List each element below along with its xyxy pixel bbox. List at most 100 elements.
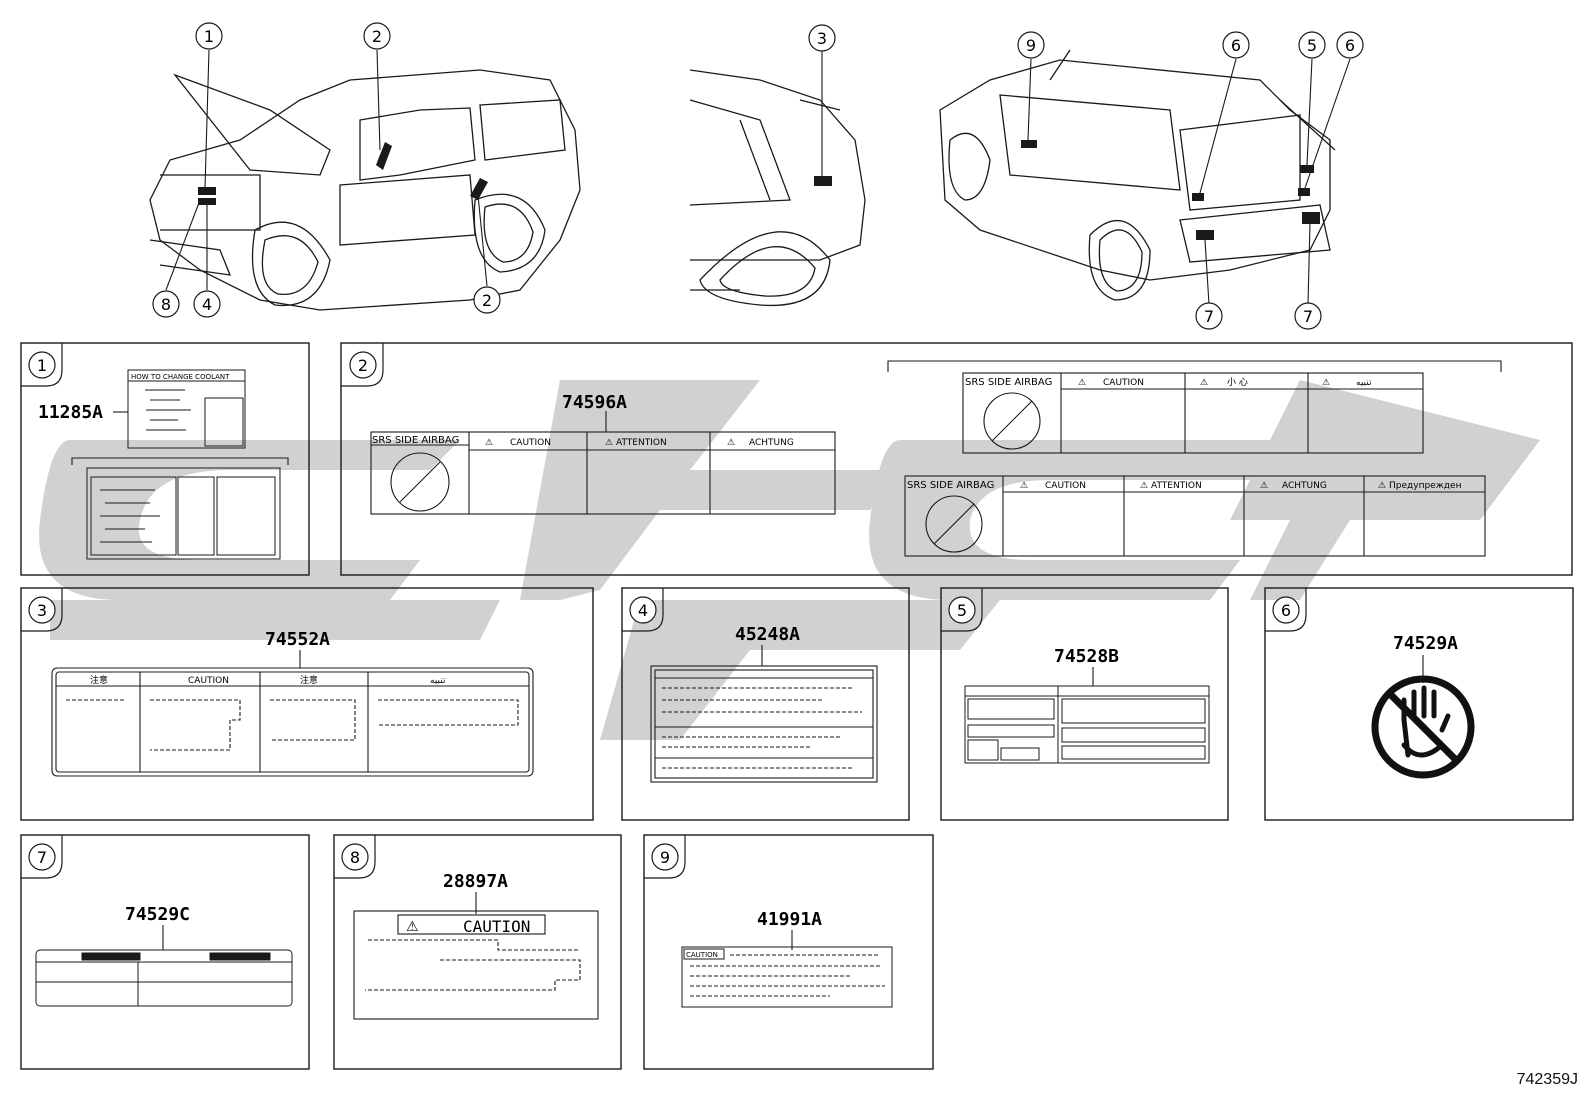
caution-label-41991A — [681, 946, 893, 1008]
svg-text:ACHTUNG: ACHTUNG — [749, 438, 794, 448]
svg-text:⚠: ⚠ — [1200, 378, 1208, 388]
panel-3: 3 74552A 注意 CAUTION 注意 ﺗﻨﺒﻴﻪ — [20, 587, 594, 821]
panel-2-number: 2 — [358, 356, 368, 375]
vehicle-front-view — [149, 69, 581, 311]
svg-text:2: 2 — [482, 291, 492, 310]
svg-text:ATTENTION: ATTENTION — [616, 438, 667, 448]
svg-text:9: 9 — [660, 848, 670, 867]
panel-7: 7 74529C — [20, 834, 310, 1070]
panel-8: 8 28897A ⚠ CAUTION — [333, 834, 622, 1070]
svg-text:7: 7 — [1204, 307, 1214, 326]
svg-text:注意: 注意 — [300, 674, 318, 686]
part-number-74528B: 74528B — [1054, 646, 1119, 667]
svg-text:3: 3 — [817, 29, 827, 48]
callout-2-top: 2 — [363, 22, 391, 50]
callout-7-bottom-a: 7 — [1195, 302, 1223, 330]
caution-label-74528B — [964, 685, 1210, 764]
svg-text:4: 4 — [638, 601, 648, 620]
callout-5-top: 5 — [1298, 31, 1326, 59]
caution-label-74529C — [35, 949, 293, 1007]
callout-7-bottom-b: 7 — [1294, 302, 1322, 330]
part-number-74529A: 74529A — [1393, 633, 1458, 654]
svg-text:CAUTION: CAUTION — [188, 676, 229, 686]
svg-text:⚠: ⚠ — [1140, 481, 1148, 491]
svg-text:⚠: ⚠ — [406, 919, 419, 935]
svg-text:5: 5 — [1307, 36, 1317, 55]
part-number-28897A: 28897A — [443, 871, 508, 892]
vehicle-rear-quarter-view — [689, 69, 866, 307]
airbag-label-alt1 — [962, 372, 1424, 454]
panel-9: 9 41991A CAUTION — [643, 834, 934, 1070]
svg-text:CAUTION: CAUTION — [1103, 378, 1144, 388]
svg-text:9: 9 — [1026, 36, 1036, 55]
svg-text:تنبيه: تنبيه — [1356, 378, 1372, 388]
svg-text:⚠: ⚠ — [1322, 378, 1330, 388]
svg-text:ﺗﻨﺒﻴﻪ: ﺗﻨﺒﻴﻪ — [430, 676, 446, 686]
svg-text:CAUTION: CAUTION — [1045, 481, 1086, 491]
panel-1-number: 1 — [37, 356, 47, 375]
svg-text:8: 8 — [350, 848, 360, 867]
svg-text:1: 1 — [204, 27, 214, 46]
panel-4: 4 45248A — [621, 587, 910, 821]
callout-2-bottom: 2 — [473, 286, 501, 314]
svg-text:⚠: ⚠ — [727, 438, 735, 448]
part-number-11285A: 11285A — [38, 402, 103, 423]
panel-1: 1 11285A HOW TO CHANGE COOLANT — [20, 342, 310, 576]
callout-1-top: 1 — [195, 22, 223, 50]
panel-2: 2 74596A SRS SIDE AIRBAG ⚠ CAUTION ⚠ ATT… — [340, 342, 1573, 576]
callout-6-top-b: 6 — [1336, 31, 1364, 59]
svg-text:6: 6 — [1281, 601, 1291, 620]
airbag-label-main — [370, 431, 836, 515]
part-number-45248A: 45248A — [735, 624, 800, 645]
callout-8-bottom: 8 — [152, 290, 180, 318]
callout-9-top: 9 — [1017, 31, 1045, 59]
caution-text-28897A: CAUTION — [463, 917, 530, 936]
label-marks-front — [198, 142, 488, 205]
caution-label-45248A — [650, 665, 878, 783]
label-marks-rear — [1021, 140, 1320, 240]
svg-text:⚠: ⚠ — [1260, 481, 1268, 491]
svg-text:8: 8 — [161, 295, 171, 314]
svg-text:⚠: ⚠ — [1020, 481, 1028, 491]
part-number-74552A: 74552A — [265, 629, 330, 650]
svg-text:ACHTUNG: ACHTUNG — [1282, 481, 1327, 491]
vehicle-rear-view — [939, 49, 1336, 301]
main-col-caution: ⚠ — [485, 438, 493, 448]
callout-6-top-a: 6 — [1222, 31, 1250, 59]
leader-lines — [165, 49, 1351, 305]
caution-text-41991A: CAUTION — [686, 951, 718, 959]
part-number-41991A: 41991A — [757, 909, 822, 930]
label-marks-rear-quarter — [814, 176, 832, 186]
part-number-74596A: 74596A — [562, 392, 627, 413]
svg-text:6: 6 — [1345, 36, 1355, 55]
svg-text:2: 2 — [372, 27, 382, 46]
callout-3-top: 3 — [808, 24, 836, 52]
coolant-label-title: HOW TO CHANGE COOLANT — [131, 373, 230, 381]
svg-text:7: 7 — [1303, 307, 1313, 326]
svg-text:5: 5 — [957, 601, 967, 620]
svg-text:4: 4 — [202, 295, 212, 314]
airbag-label-alt2 — [904, 475, 1486, 557]
caution-label-74552A — [51, 667, 534, 777]
svg-text:6: 6 — [1231, 36, 1241, 55]
panel-5: 5 74528B — [940, 587, 1229, 821]
svg-text:⚠: ⚠ — [1078, 378, 1086, 388]
coolant-label-small — [127, 369, 246, 449]
figure-id: 742359J — [1516, 1071, 1578, 1088]
svg-text:⚠: ⚠ — [1378, 481, 1386, 491]
part-number-74529C: 74529C — [125, 904, 190, 925]
callout-4-bottom: 4 — [193, 290, 221, 318]
no-touch-hand-icon — [1371, 675, 1475, 779]
svg-text:小 心: 小 心 — [1227, 377, 1248, 388]
svg-text:SRS SIDE AIRBAG: SRS SIDE AIRBAG — [965, 377, 1052, 388]
srs-label-main: SRS SIDE AIRBAG — [372, 435, 459, 446]
svg-text:CAUTION: CAUTION — [510, 438, 551, 448]
svg-text:SRS SIDE AIRBAG: SRS SIDE AIRBAG — [907, 480, 994, 491]
caution-label-28897A — [353, 910, 599, 1020]
svg-text:3: 3 — [37, 601, 47, 620]
panel-6: 6 74529A — [1264, 587, 1574, 821]
svg-text:⚠: ⚠ — [605, 438, 613, 448]
svg-text:注意: 注意 — [90, 674, 108, 686]
coolant-label-large — [86, 467, 281, 560]
